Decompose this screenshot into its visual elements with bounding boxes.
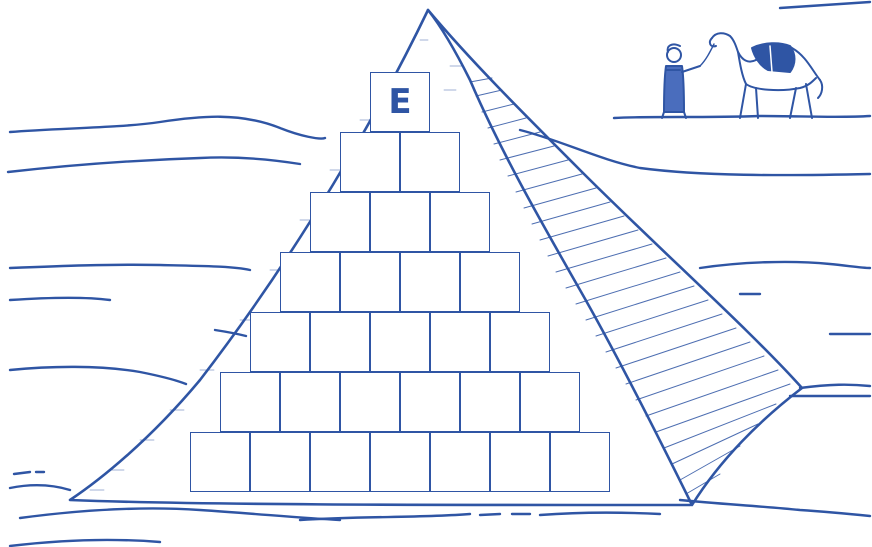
grid-cell-r5-c5[interactable]: [490, 312, 550, 372]
grid-cell-r3-c2[interactable]: [370, 192, 430, 252]
grid-cell-r4-c3[interactable]: [400, 252, 460, 312]
grid-cell-r4-c2[interactable]: [340, 252, 400, 312]
grid-cell-r3-c1[interactable]: [310, 192, 370, 252]
grid-cell-r5-c3[interactable]: [370, 312, 430, 372]
grid-cell-r7-c2[interactable]: [250, 432, 310, 492]
grid-cell-r4-c4[interactable]: [460, 252, 520, 312]
grid-cell-r2-c1[interactable]: [340, 132, 400, 192]
grid-cell-r6-c2[interactable]: [280, 372, 340, 432]
grid-cell-r5-c1[interactable]: [250, 312, 310, 372]
grid-cell-r4-c1[interactable]: [280, 252, 340, 312]
grid-cell-r6-c5[interactable]: [460, 372, 520, 432]
grid-cell-r7-c4[interactable]: [370, 432, 430, 492]
grid-cell-r7-c5[interactable]: [430, 432, 490, 492]
grid-cell-r6-c3[interactable]: [340, 372, 400, 432]
grid-cell-r5-c2[interactable]: [310, 312, 370, 372]
grid-cell-r5-c4[interactable]: [430, 312, 490, 372]
grid-cell-r7-c1[interactable]: [190, 432, 250, 492]
grid-cell-r7-c7[interactable]: [550, 432, 610, 492]
grid-cell-r3-c3[interactable]: [430, 192, 490, 252]
grid-cell-r7-c6[interactable]: [490, 432, 550, 492]
grid-cell-r6-c6[interactable]: [520, 372, 580, 432]
grid-cell-r2-c2[interactable]: [400, 132, 460, 192]
grid-cell-r1-c1: E: [370, 72, 430, 132]
grid-cell-r6-c1[interactable]: [220, 372, 280, 432]
grid-cell-r7-c3[interactable]: [310, 432, 370, 492]
grid-cell-r6-c4[interactable]: [400, 372, 460, 432]
